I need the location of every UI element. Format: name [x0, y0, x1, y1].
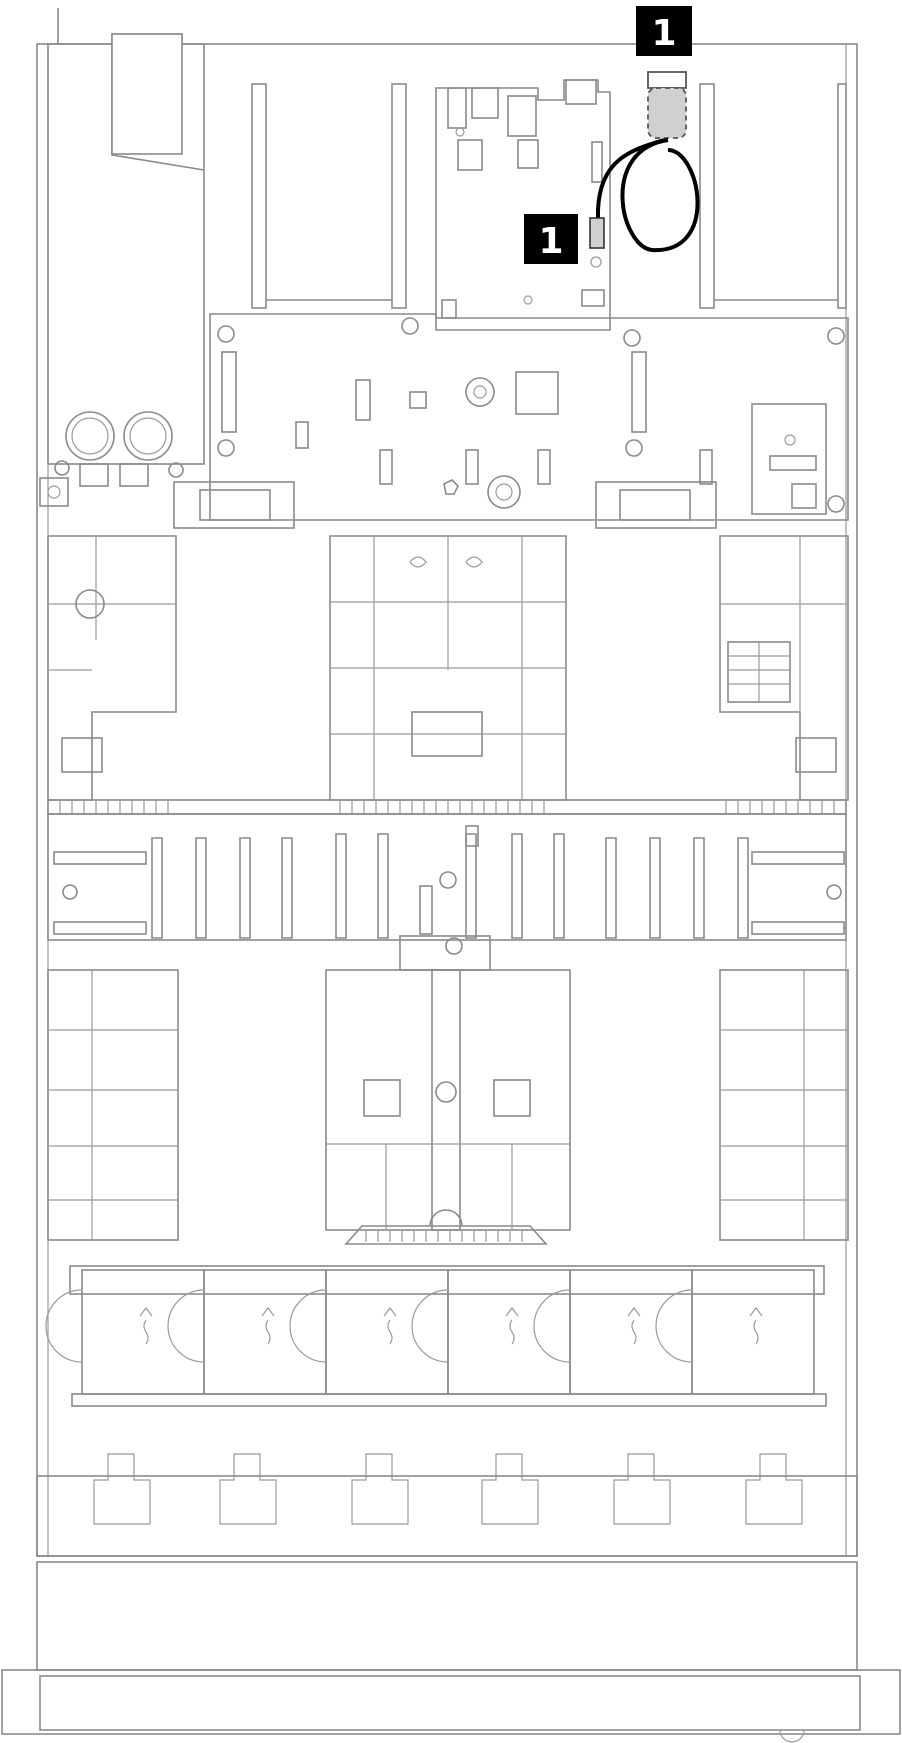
callout-1-left: 1 — [524, 214, 578, 264]
processor-air-baffle — [47, 535, 849, 801]
riser-brackets — [251, 83, 847, 309]
cable-connector-top-outline — [647, 71, 687, 89]
power-supply-unit — [39, 33, 205, 507]
front-drive-bay — [36, 1453, 858, 1557]
management-board — [435, 79, 611, 319]
cable-connector-top-highlight — [647, 87, 687, 139]
cable-route — [589, 71, 700, 253]
drive-cage-middle — [47, 935, 849, 1245]
chassis-frame — [36, 8, 858, 1557]
system-board — [54, 313, 849, 529]
callout-1-top-label: 1 — [651, 13, 676, 54]
callout-1-top: 1 — [636, 6, 692, 56]
front-bezel — [1, 1561, 901, 1743]
cable-connector-board — [589, 217, 605, 249]
fan-module-row — [45, 1265, 827, 1407]
cable-loop — [620, 138, 700, 253]
memory-dimm-band — [47, 813, 847, 941]
callout-1-left-label: 1 — [538, 221, 563, 262]
cable-line — [596, 138, 665, 226]
baffle-comb-strip — [47, 799, 847, 815]
